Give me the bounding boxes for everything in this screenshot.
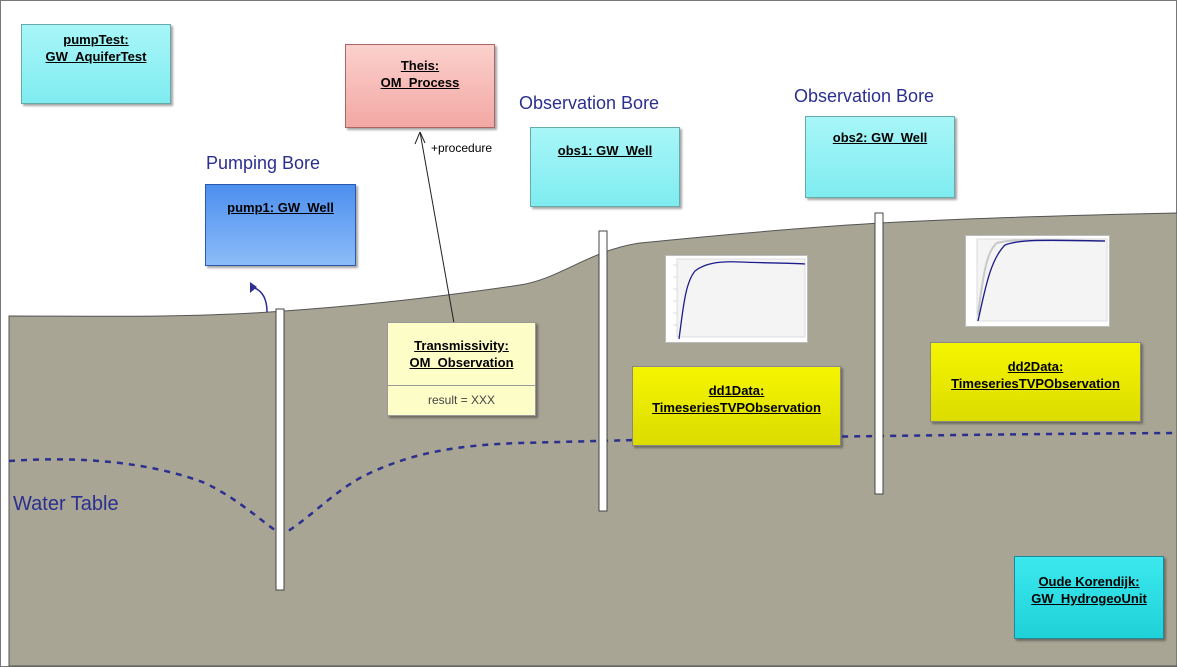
- pump1-object[interactable]: pump1: GW_Well: [205, 184, 356, 266]
- dd1-line2: TimeseriesTVPObservation: [652, 400, 821, 415]
- dd1-data-object[interactable]: dd1Data: TimeseriesTVPObservation: [632, 366, 841, 446]
- dd2-line2: TimeseriesTVPObservation: [951, 376, 1120, 391]
- observation-well-2-casing: [874, 212, 884, 495]
- pump1-line1: pump1: GW_Well: [227, 200, 334, 215]
- dd1-line1: dd1Data:: [708, 383, 765, 398]
- obs2-object[interactable]: obs2: GW_Well: [805, 116, 955, 198]
- ground-layer: [8, 212, 1177, 667]
- procedure-association-arrow: [414, 131, 455, 324]
- pump-test-line1: pumpTest:: [63, 32, 129, 47]
- transmissivity-line2: OM_Observation: [409, 355, 514, 370]
- pump-test-line2: GW_AquiferTest: [45, 49, 147, 64]
- obs2-line1: obs2: GW_Well: [832, 130, 928, 145]
- hydrogeo-line2: GW_HydrogeoUnit: [1031, 591, 1147, 606]
- theis-line1: Theis:: [400, 58, 440, 73]
- transmissivity-attribute: result = XXX: [427, 393, 496, 407]
- water-table-line: [8, 431, 1177, 537]
- observation-bore-2-label: Observation Bore: [794, 86, 935, 106]
- pumping-bore-label: Pumping Bore: [206, 153, 321, 173]
- water-table-label: Water Table: [13, 493, 119, 515]
- procedure-role-label: +procedure: [431, 141, 493, 155]
- obs1-object[interactable]: obs1: GW_Well: [530, 127, 680, 207]
- transmissivity-line1: Transmissivity:: [414, 338, 509, 353]
- pump-test-object[interactable]: pumpTest: GW_AquiferTest: [21, 24, 171, 104]
- dd2-data-object[interactable]: dd2Data: TimeseriesTVPObservation: [930, 342, 1141, 422]
- dd2-line1: dd2Data:: [1007, 359, 1064, 374]
- obs1-line1: obs1: GW_Well: [557, 143, 653, 158]
- observation-bore-1-label: Observation Bore: [519, 93, 660, 113]
- transmissivity-divider: [388, 385, 535, 386]
- theis-line2: OM_Process: [380, 75, 460, 90]
- drawdown-chart-icon-2: [965, 235, 1110, 327]
- theis-object[interactable]: Theis: OM_Process: [345, 44, 495, 128]
- hydrogeo-unit-object[interactable]: Oude Korendijk: GW_HydrogeoUnit: [1014, 556, 1164, 639]
- pumping-well-casing: [275, 308, 285, 591]
- transmissivity-object[interactable]: Transmissivity: OM_Observation result = …: [387, 322, 536, 416]
- drawdown-chart-icon: [665, 255, 808, 343]
- hydrogeo-line1: Oude Korendijk:: [1038, 574, 1140, 589]
- observation-well-1-casing: [598, 230, 608, 512]
- flow-up-arrow-icon: [250, 282, 268, 313]
